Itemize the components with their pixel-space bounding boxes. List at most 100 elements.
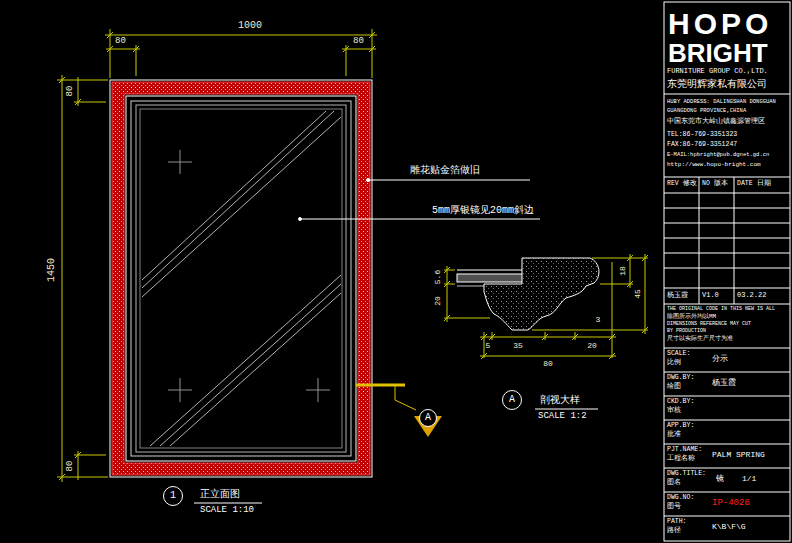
field-label: 工程名称 <box>667 456 695 463</box>
company-contact: E-MAIL:hpbright@pub.dgnet.gd.cn <box>667 152 769 158</box>
field-label: 审核 <box>667 408 681 415</box>
field-label: DWG.NO: <box>667 495 694 502</box>
dimension-text: 1000 <box>238 21 262 31</box>
title-block-grid <box>664 2 790 541</box>
leader-lines <box>367 179 370 182</box>
dimension-text: 80 <box>66 461 75 472</box>
title-block-grid <box>664 94 790 95</box>
section-dimension-lines <box>600 284 633 285</box>
title-block-grid <box>699 177 700 304</box>
dimension-lines <box>57 477 108 478</box>
crosshair-marks <box>168 150 330 402</box>
table-cell: V1.0 <box>702 292 719 299</box>
company-address: HUBY ADDRESS: DALINGSHAN DONGGUAN <box>667 99 776 105</box>
title-block-grid <box>664 238 790 239</box>
view-scale: SCALE 1:2 <box>538 412 587 421</box>
title-block-grid <box>664 444 790 445</box>
table-header: REV 修改 <box>667 181 697 188</box>
dimension-text: 20 <box>587 342 597 350</box>
field-label: DWG.TITLE: <box>667 471 706 478</box>
section-dimension-lines <box>642 255 648 261</box>
dimension-text: 20 <box>434 296 442 306</box>
title-underlines <box>535 409 598 410</box>
section-cut-line <box>395 386 416 410</box>
field-value: 1/1 <box>742 475 756 483</box>
title-block-grid <box>734 177 735 304</box>
section-dimension-lines <box>447 266 448 322</box>
view-scale: SCALE 1:10 <box>200 506 254 515</box>
section-dimension-lines <box>480 337 616 338</box>
table-header: DATE 日期 <box>737 181 771 188</box>
section-dimension-lines <box>592 258 648 259</box>
field-label: 图号 <box>667 504 681 511</box>
section-dimension-lines <box>532 330 648 331</box>
table-cell: 杨玉霞 <box>667 292 688 299</box>
leader-lines <box>299 179 541 221</box>
dimension-lines <box>59 77 65 83</box>
dimension-lines <box>133 46 139 52</box>
dimension-lines <box>110 29 111 78</box>
title-block-grid <box>664 177 790 178</box>
company-contact: http://www.hopo-bright.com <box>667 162 761 168</box>
section-dimension-lines <box>612 262 613 358</box>
section-profile <box>457 274 523 282</box>
dimension-lines <box>57 80 108 81</box>
dimension-lines <box>107 46 113 52</box>
dimension-text: 3 <box>596 316 601 324</box>
field-label: 路径 <box>667 528 681 535</box>
marker-letter: A <box>509 395 515 405</box>
company-contact: FAX:86-769-3351247 <box>667 142 737 149</box>
section-profile <box>457 258 599 330</box>
mirror-glass <box>142 111 334 288</box>
section-dimension-lines <box>444 284 455 285</box>
dimension-text: 80 <box>66 86 75 97</box>
section-mark-circle: A <box>502 390 522 410</box>
marker-letter: 1 <box>170 491 176 501</box>
callout-note: 5mm厚银镜见20mm斜边 <box>432 206 534 216</box>
field-label: SCALE: <box>667 351 690 358</box>
title-block-grid <box>664 468 790 469</box>
dimension-text: 35 <box>513 342 523 350</box>
section-profile <box>457 270 522 271</box>
title-block-grid <box>664 516 790 517</box>
callout-note: 雕花贴金箔做旧 <box>410 166 480 176</box>
company-contact: TEL:86-769-3351323 <box>667 132 737 139</box>
dimension-lines <box>106 49 140 50</box>
mirror-frame <box>112 82 370 475</box>
drawing-note: BY PRODUCTION <box>667 329 706 334</box>
dimension-lines <box>343 46 349 52</box>
section-dimension-lines <box>444 270 455 271</box>
title-block-grid <box>664 253 790 254</box>
section-profile <box>457 286 484 287</box>
mirror-glass <box>150 275 341 446</box>
view-title: 剖视大样 <box>540 396 580 406</box>
dimension-text: 1450 <box>47 258 57 282</box>
mirror-glass <box>136 105 346 452</box>
mirror-glass <box>170 293 341 446</box>
table-header: NO 版本 <box>702 181 728 188</box>
crosshair-marks <box>180 378 181 402</box>
section-dimension-lines <box>444 267 450 273</box>
field-label: 比例 <box>667 360 681 367</box>
leader-lines <box>299 218 302 221</box>
table-cell: 03.2.22 <box>737 292 766 299</box>
dimension-lines <box>342 49 376 50</box>
section-dimension-lines <box>444 281 450 287</box>
dimension-text: 45 <box>634 289 642 299</box>
dimension-lines <box>372 29 373 78</box>
title-block-grid <box>664 348 790 349</box>
company-name: FURNITURE GROUP CO.,LTD. <box>667 68 768 75</box>
dimension-lines <box>369 46 375 52</box>
title-block-grid <box>664 2 790 541</box>
section-dimension-lines <box>645 254 646 334</box>
field-label: PATH: <box>667 519 687 526</box>
field-value: K\B\F\G <box>712 523 746 531</box>
dimension-lines <box>75 99 81 105</box>
field-value: PALM SPRING <box>712 451 765 459</box>
section-dimension-lines <box>572 334 578 340</box>
drawing-note: 尺寸以实际生产尺寸为准 <box>667 336 733 342</box>
mirror-frame <box>112 82 370 475</box>
field-label: 绘图 <box>667 384 681 391</box>
dimension-lines <box>75 452 81 458</box>
marker-letter: A <box>425 413 431 423</box>
